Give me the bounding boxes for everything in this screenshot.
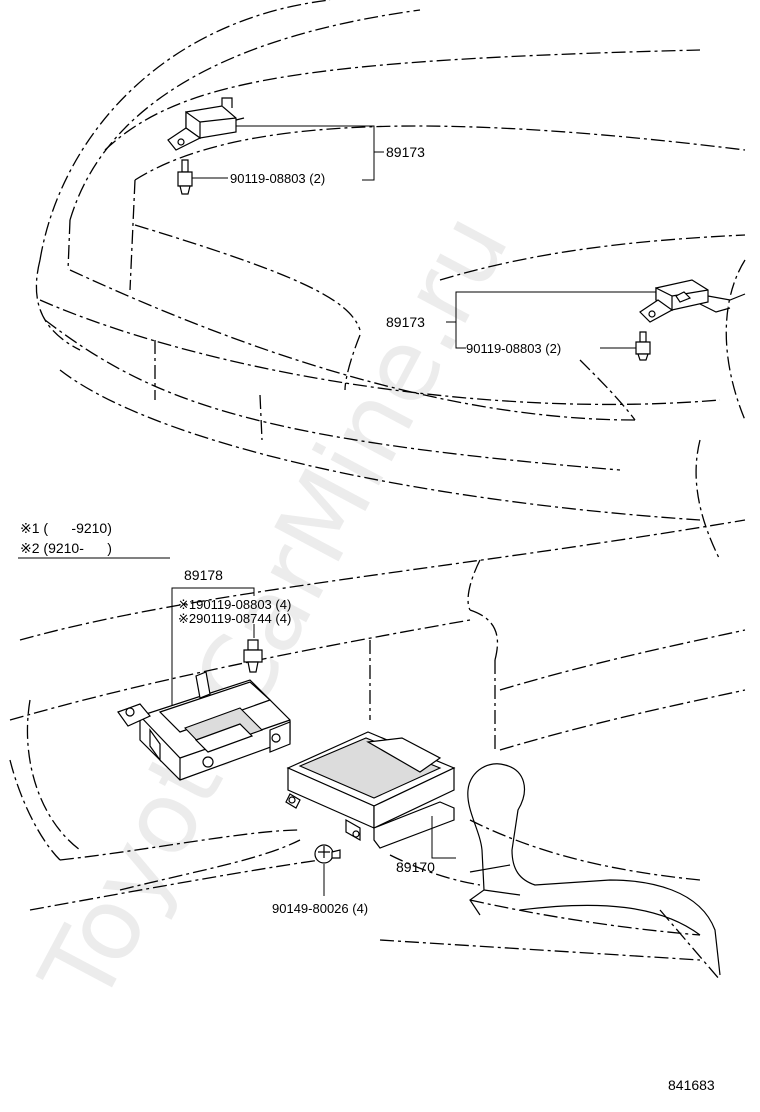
legend: ※1 ( -9210) ※2 (9210- ) <box>18 520 170 559</box>
legend-line-2: ※2 (9210- ) <box>20 540 112 556</box>
callout-bracket-bolt-1: ※190119-08803 (4) <box>178 597 291 612</box>
callout-89178: 89178 <box>184 567 223 583</box>
callout-89173-left: 89173 <box>386 144 425 160</box>
leader-ecu <box>431 816 456 859</box>
callout-bracket-bolt-2: ※290119-08744 (4) <box>178 611 291 626</box>
front-sensor-right <box>639 279 746 323</box>
leader-lines-bracket <box>171 587 255 706</box>
gear-shifter-outline <box>467 763 721 976</box>
ecu-bracket <box>117 671 291 781</box>
vehicle-body-outline <box>35 0 746 961</box>
ecu-screw <box>314 844 341 864</box>
figure-number: 841683 <box>668 1077 715 1093</box>
cabin-outline <box>9 519 746 981</box>
callout-89170: 89170 <box>396 859 435 875</box>
front-sensor-left <box>167 97 245 151</box>
airbag-ecu <box>285 731 456 849</box>
leader-lines-left-sensor <box>192 125 384 181</box>
callout-bolt-left: 90119-08803 (2) <box>230 171 325 186</box>
bolt-left-upper <box>177 159 193 195</box>
legend-line-1: ※1 ( -9210) <box>20 520 112 536</box>
leader-lines-right-sensor <box>446 291 656 349</box>
bracket-bolt <box>243 639 263 673</box>
callout-bolt-right: 90119-08803 (2) <box>466 341 561 356</box>
callout-ecu-screw: 90149-80026 (4) <box>272 901 368 916</box>
bolt-right-upper <box>635 331 651 361</box>
callout-89173-right: 89173 <box>386 314 425 330</box>
